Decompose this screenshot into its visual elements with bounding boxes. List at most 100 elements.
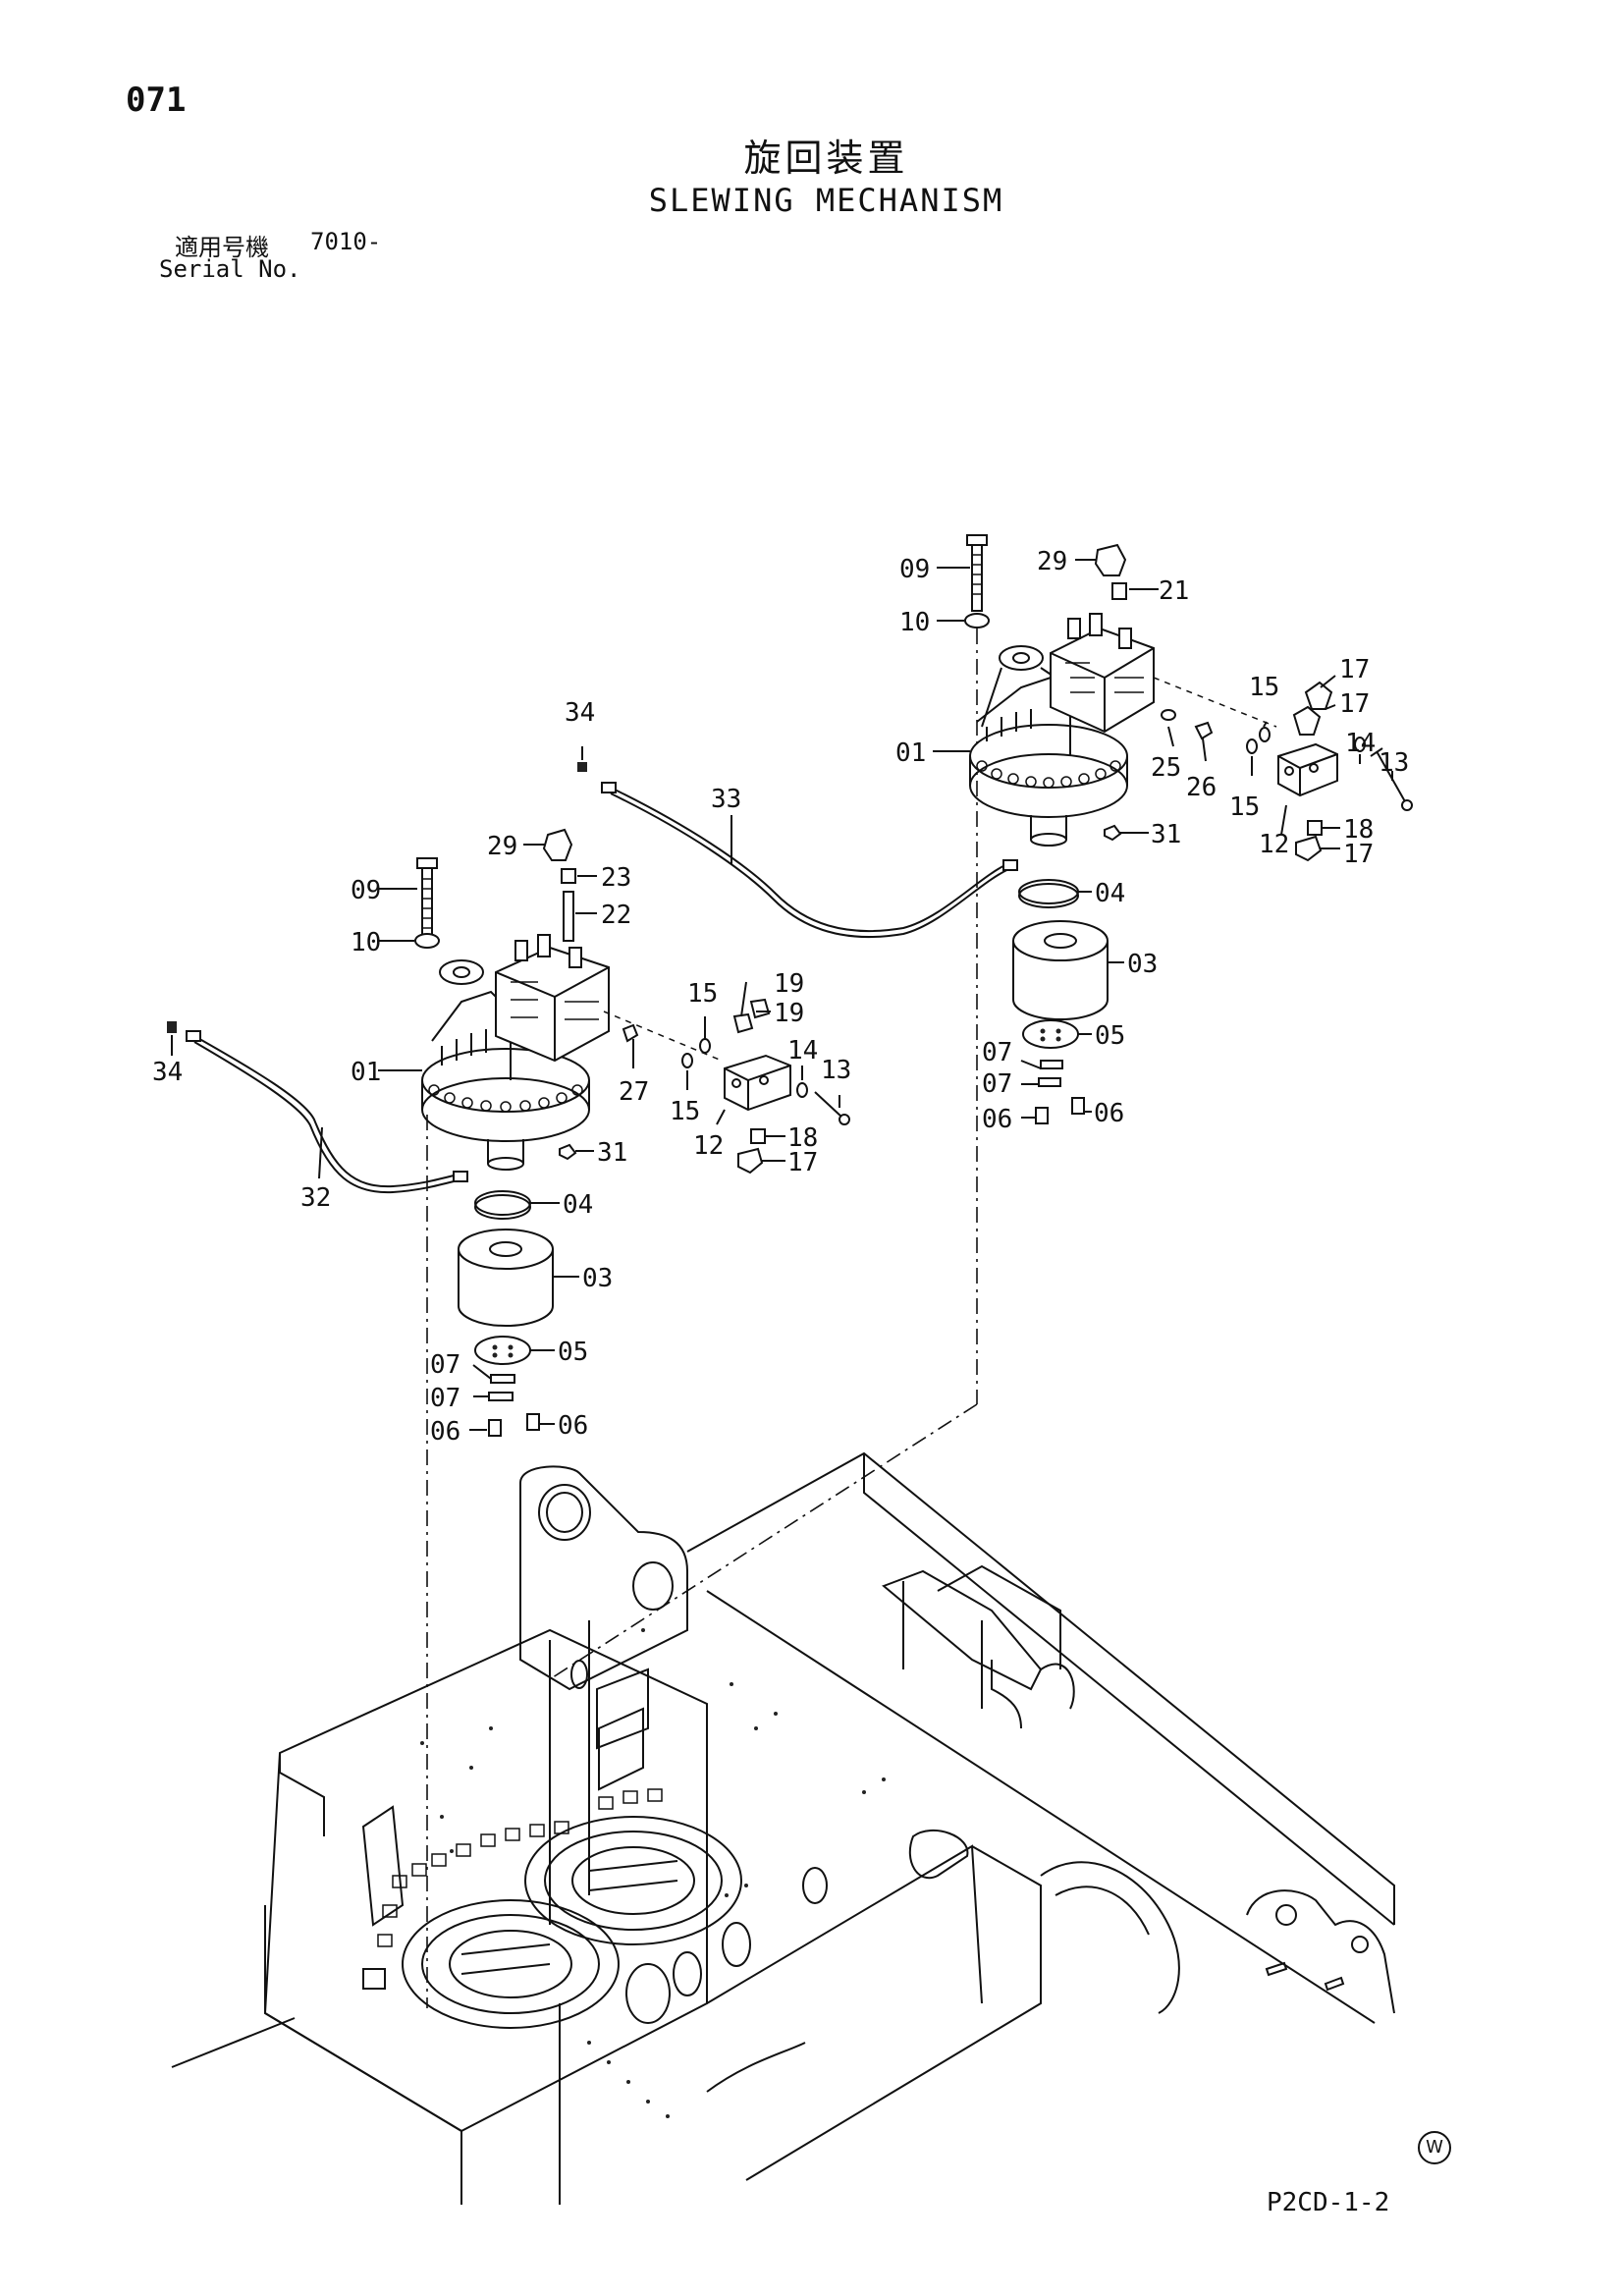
- callout-right-26: 26: [1186, 773, 1217, 802]
- left-swing-motor-assembly: [414, 828, 850, 2008]
- callout-left-01: 01: [351, 1058, 381, 1087]
- callout-right-05: 05: [1095, 1021, 1125, 1051]
- callout-left-05: 05: [558, 1338, 588, 1367]
- spacer-03-right: [1012, 920, 1109, 1020]
- callout-right-14: 14: [1345, 729, 1376, 758]
- fitting-18-left: [750, 1128, 766, 1144]
- callout-left-06b: 06: [558, 1411, 588, 1441]
- plug-34-right: [577, 762, 587, 772]
- elbow-fitting-29-right: [1094, 543, 1127, 576]
- callout-left-29: 29: [487, 832, 517, 861]
- callout-left-15b: 15: [670, 1097, 700, 1126]
- elbow-fitting-29-left: [542, 828, 573, 861]
- callout-right-15b: 15: [1229, 793, 1260, 822]
- spacer-03-left: [458, 1229, 554, 1327]
- callout-left-27: 27: [619, 1077, 649, 1107]
- callout-right-06a: 06: [982, 1105, 1012, 1134]
- washer-14-right: [1354, 737, 1366, 752]
- washer-14-left: [796, 1082, 808, 1098]
- callout-left-17: 17: [787, 1148, 818, 1177]
- callout-right-17a: 17: [1339, 655, 1370, 684]
- elbow-17-left: [737, 1147, 764, 1175]
- callout-left-22: 22: [601, 901, 631, 930]
- fitting-21-right: [1111, 582, 1127, 600]
- page-number: 071: [126, 81, 187, 120]
- leader-lines: [171, 559, 1393, 1431]
- drawing-code: P2CD-1-2: [1267, 2188, 1390, 2217]
- fitting-19a-left: [732, 1012, 754, 1034]
- block-12-left: [724, 1054, 791, 1112]
- o-ring-15a-right: [1259, 727, 1271, 742]
- pin-07b-left: [488, 1392, 514, 1401]
- serial-value: 7010-: [310, 228, 382, 255]
- elbow-17a-right: [1304, 681, 1333, 710]
- callout-right-12: 12: [1259, 830, 1289, 859]
- pin-07a-left: [490, 1374, 515, 1384]
- bolt-06a-left: [488, 1419, 502, 1437]
- callout-right-10: 10: [899, 608, 930, 637]
- callout-left-31: 31: [597, 1138, 627, 1168]
- callout-left-04: 04: [563, 1190, 593, 1220]
- callout-right-06b: 06: [1094, 1099, 1124, 1128]
- callout-left-10: 10: [351, 928, 381, 957]
- bolt-09-left: [421, 863, 433, 944]
- callout-right-04: 04: [1095, 879, 1125, 908]
- callout-right-34: 34: [565, 698, 595, 728]
- plate-05-right: [1022, 1019, 1079, 1049]
- upper-frame: [171, 1451, 1395, 2205]
- washer-10-left: [414, 933, 440, 949]
- hose-32: [186, 1030, 468, 1194]
- callout-left-07a: 07: [430, 1350, 460, 1380]
- callout-left-19b: 19: [774, 999, 804, 1028]
- pipe-22-left: [563, 891, 574, 942]
- plug-27-left: [622, 1023, 639, 1043]
- callout-left-12: 12: [693, 1131, 724, 1161]
- callout-33: 33: [711, 785, 741, 814]
- callout-left-23: 23: [601, 863, 631, 893]
- fitting-31-left: [559, 1143, 577, 1161]
- callout-right-31: 31: [1151, 820, 1181, 849]
- right-swing-motor-assembly: [964, 534, 1413, 1404]
- left-callouts: 09 10 29 23 22 19 15 19 14 13 01 27 15 1…: [152, 832, 851, 1447]
- bolt-06a-right: [1035, 1107, 1049, 1124]
- callout-right-15a: 15: [1249, 673, 1279, 702]
- callout-left-14: 14: [787, 1036, 818, 1066]
- o-ring-15b-right: [1246, 738, 1258, 754]
- callout-left-06a: 06: [430, 1417, 460, 1447]
- swing-bearing-right: [524, 1816, 742, 1945]
- fitting-23-left: [561, 868, 576, 884]
- callout-right-17b: 17: [1339, 689, 1370, 719]
- o-ring-15b-left: [681, 1053, 693, 1068]
- callout-left-18: 18: [787, 1123, 818, 1153]
- right-callouts: 09 10 29 21 17 15 17 01 25 26 14 13 15 1…: [565, 547, 1409, 1134]
- plug-26-right: [1194, 721, 1214, 740]
- callout-right-21: 21: [1159, 576, 1189, 606]
- title-japanese: 旋回装置: [743, 137, 909, 180]
- callout-right-07a: 07: [982, 1038, 1012, 1067]
- plate-05-left: [474, 1336, 531, 1365]
- bolt-06b-left: [526, 1413, 540, 1431]
- callout-right-07b: 07: [982, 1069, 1012, 1099]
- w-circle-mark: W: [1418, 2131, 1451, 2164]
- serial-label-japanese: 適用号機: [175, 234, 269, 261]
- plug-34-left: [167, 1021, 177, 1033]
- title-english: SLEWING MECHANISM: [648, 182, 1004, 219]
- callout-right-25: 25: [1151, 753, 1181, 783]
- callout-32: 32: [300, 1183, 331, 1213]
- washer-10-right: [964, 613, 990, 629]
- callout-right-17c: 17: [1343, 840, 1374, 869]
- callout-left-07b: 07: [430, 1384, 460, 1413]
- bolt-13-left: [814, 1091, 843, 1119]
- elbow-17b-right: [1292, 705, 1322, 736]
- block-12-right: [1277, 742, 1338, 797]
- callout-right-13: 13: [1379, 748, 1409, 778]
- bolt-06b-right: [1071, 1097, 1085, 1115]
- callout-right-18: 18: [1343, 815, 1374, 845]
- callout-left-15a: 15: [687, 979, 718, 1009]
- fitting-18-right: [1307, 820, 1323, 836]
- callout-right-09: 09: [899, 555, 930, 584]
- callout-right-01: 01: [895, 738, 926, 768]
- callout-left-13: 13: [821, 1056, 851, 1085]
- callout-right-29: 29: [1037, 547, 1067, 576]
